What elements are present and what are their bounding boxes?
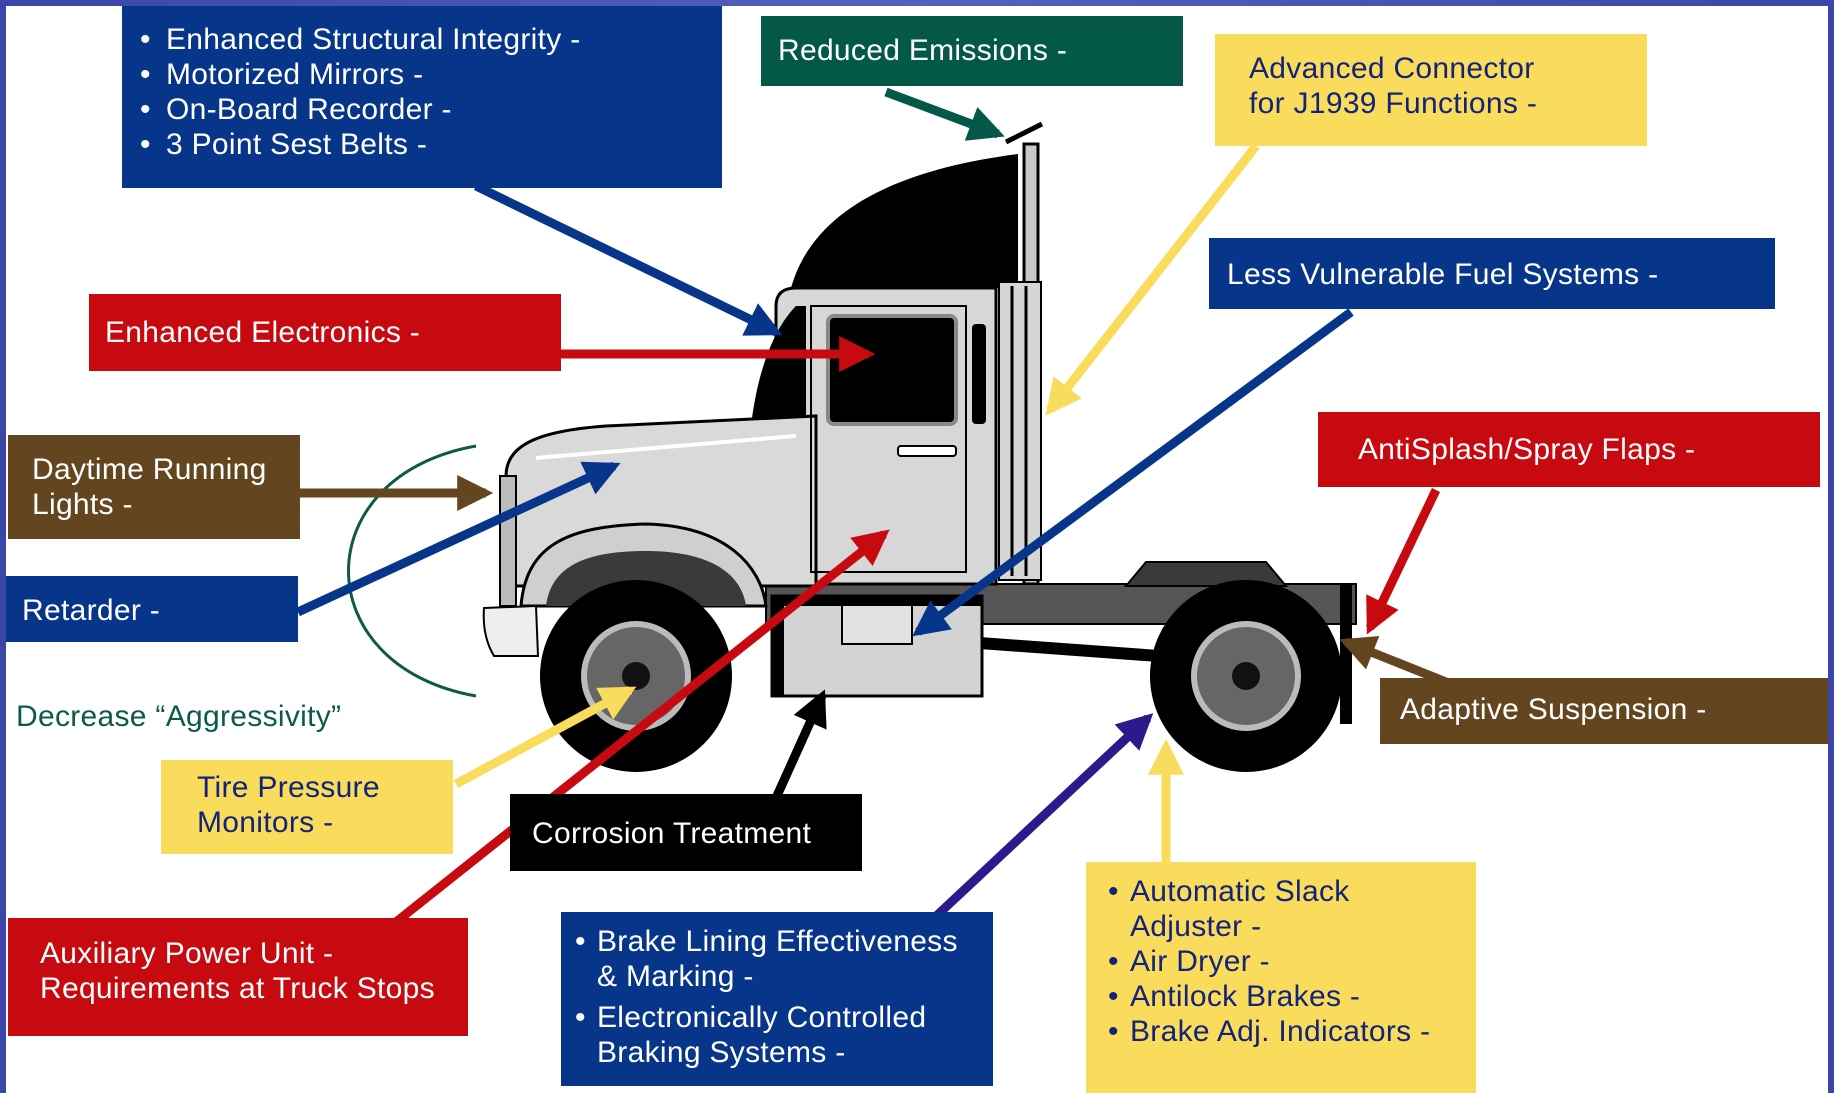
tire-pressure-line1: Tire Pressure [197,771,380,804]
fuel-systems-label: Less Vulnerable Fuel Systems - [1227,258,1659,291]
brake-lining-item-line1: Electronically Controlled [597,1001,927,1034]
advanced-connector-line2: for J1939 Functions - [1249,87,1538,120]
safety-features-box: Enhanced Structural Integrity - Motorize… [122,6,722,188]
brake-lining-item: Brake Lining Effectiveness & Marking - [575,924,993,994]
safety-item: On-Board Recorder - [138,92,722,127]
brake-lining-item-line1: Brake Lining Effectiveness [597,925,958,958]
safety-item: Enhanced Structural Integrity - [138,22,722,57]
adaptive-suspension-label: Adaptive Suspension - [1400,693,1707,726]
brake-lining-item-line2: & Marking - [597,960,754,993]
auxiliary-power-line1: Auxiliary Power Unit - [40,937,334,970]
mudflap [1340,584,1352,724]
bumper [482,604,540,657]
brake-lining-item: Electronically Controlled Braking System… [575,1000,993,1070]
auxiliary-power-box: Auxiliary Power Unit - Requirements at T… [8,918,468,1036]
advanced-connector-line1: Advanced Connector [1249,52,1535,85]
brake-lining-box: Brake Lining Effectiveness & Marking - E… [561,912,993,1086]
corrosion-treatment-label: Corrosion Treatment [532,817,812,850]
brake-system-item-line2: Adjuster - [1130,910,1262,943]
daytime-running-lights-box: Daytime Running Lights - [8,435,300,539]
brake-system-item-line1: Antilock Brakes - [1130,980,1361,1013]
aggressivity-arc [347,444,477,698]
truck-illustration [296,87,1458,926]
advanced-connector-box: Advanced Connector for J1939 Functions - [1215,34,1647,146]
brake-system-item: Air Dryer - [1108,944,1476,979]
enhanced-electronics-box: Enhanced Electronics - [89,294,561,371]
brake-systems-box: Automatic Slack Adjuster - Air Dryer - A… [1086,862,1476,1093]
roof-fairing [791,154,1018,288]
corrosion-treatment-box: Corrosion Treatment [510,794,862,871]
auxiliary-power-line2: Requirements at Truck Stops [40,972,435,1005]
tire-pressure-box: Tire Pressure Monitors - [161,760,453,854]
adaptive-suspension-box: Adaptive Suspension - [1380,678,1828,744]
splash-flaps-label: AntiSplash/Spray Flaps - [1358,433,1696,466]
reduced-emissions-label: Reduced Emissions - [778,34,1068,67]
enhanced-electronics-label: Enhanced Electronics - [105,316,421,349]
drl-line2: Lights - [32,488,133,521]
brake-system-item: Antilock Brakes - [1108,979,1476,1014]
brake-system-item-line1: Brake Adj. Indicators - [1130,1015,1431,1048]
drl-line1: Daytime Running [32,453,267,486]
grille [499,475,517,607]
reduced-emissions-box: Reduced Emissions - [761,16,1183,86]
aggressivity-caption: Decrease “Aggressivity” [16,700,342,733]
retarder-label: Retarder - [22,594,161,627]
brake-system-item: Automatic Slack Adjuster - [1108,874,1476,944]
tire-pressure-line2: Monitors - [197,806,334,839]
brake-lining-item-line2: Braking Systems - [597,1036,846,1069]
brake-system-item-line1: Air Dryer - [1130,945,1270,978]
brake-system-item: Brake Adj. Indicators - [1108,1014,1476,1049]
diagram-canvas: Enhanced Structural Integrity - Motorize… [6,6,1828,1093]
side-window [826,314,958,426]
brake-system-item-line1: Automatic Slack [1130,875,1350,908]
retarder-box: Retarder - [6,576,298,642]
safety-item: Motorized Mirrors - [138,57,722,92]
splash-flaps-box: AntiSplash/Spray Flaps - [1318,412,1820,487]
safety-item: 3 Point Sest Belts - [138,127,722,162]
fuel-systems-box: Less Vulnerable Fuel Systems - [1209,238,1775,309]
